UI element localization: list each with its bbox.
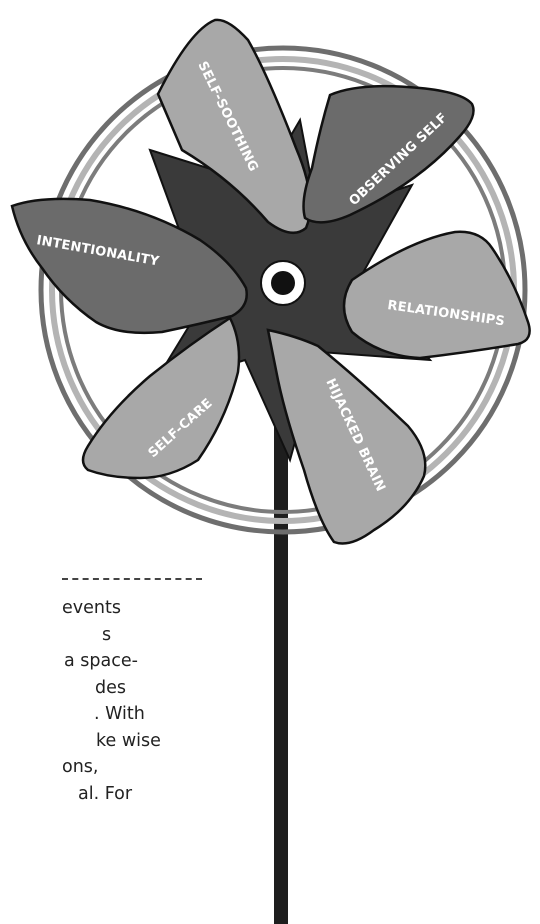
paragraph-line: ons, — [62, 757, 99, 777]
dashed-divider — [62, 578, 202, 580]
blade-self-soothing — [156, 18, 312, 235]
blade-hijacked-brain — [266, 328, 427, 545]
paragraph-line: al. For — [78, 783, 133, 804]
pinwheel-stick — [274, 360, 288, 924]
cropped-paragraph: events s a space- des . With ke wise ons… — [40, 595, 300, 807]
paragraph-line: events — [62, 598, 121, 618]
paragraph-line: des — [95, 677, 126, 698]
paragraph-line: a space- — [64, 651, 138, 671]
blade-relationships — [342, 230, 531, 360]
pinwheel-hub — [260, 260, 306, 306]
blade-intentionality — [10, 197, 248, 335]
blade-self-care — [81, 316, 241, 480]
paragraph-line: ke wise — [96, 730, 161, 751]
paragraph-line: . With — [94, 704, 145, 724]
blade-observing-self — [302, 84, 475, 224]
paragraph-line: s — [102, 624, 112, 645]
